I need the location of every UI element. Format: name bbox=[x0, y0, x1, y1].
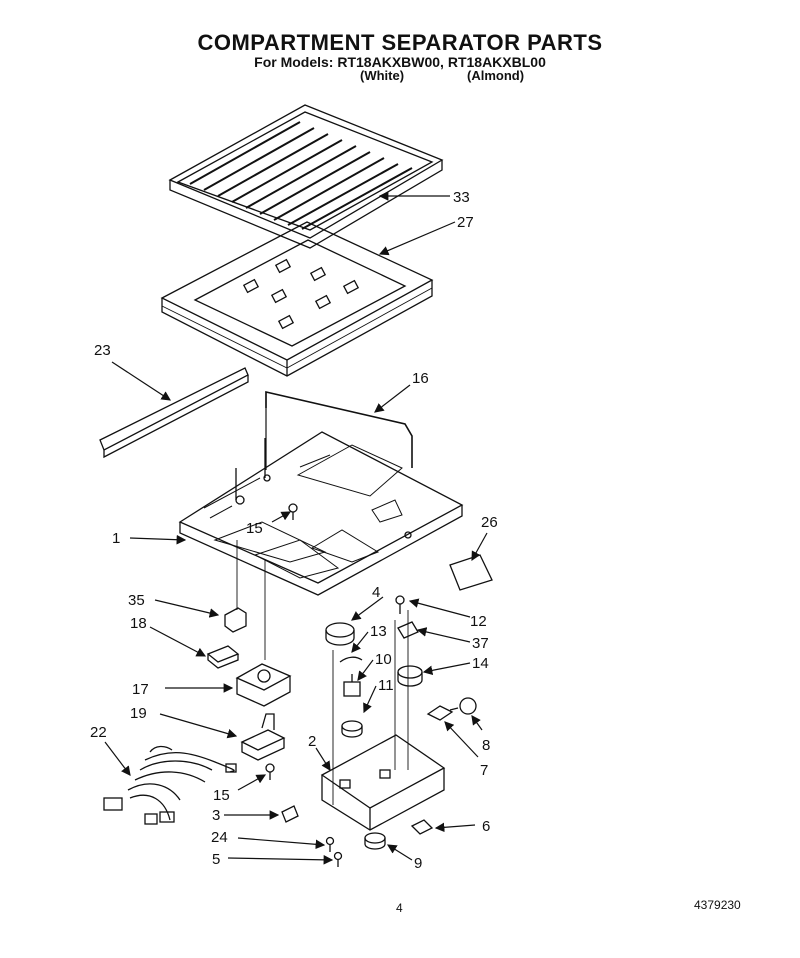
callout-24: 24 bbox=[211, 829, 228, 846]
part-6-switch bbox=[410, 819, 434, 835]
part-19-bracket bbox=[240, 713, 286, 761]
part-24-screw bbox=[325, 836, 335, 852]
leader-lines bbox=[104, 191, 488, 865]
callout-15-upper: 15 bbox=[246, 520, 263, 537]
callout-5: 5 bbox=[212, 851, 220, 868]
part-18-lens bbox=[206, 645, 240, 669]
callout-10: 10 bbox=[375, 651, 392, 668]
part-27-frame bbox=[160, 221, 434, 377]
callout-19: 19 bbox=[130, 705, 147, 722]
callout-1: 1 bbox=[112, 530, 120, 547]
callout-8: 8 bbox=[482, 737, 490, 754]
callout-18: 18 bbox=[130, 615, 147, 632]
part-35-bracket bbox=[224, 607, 247, 633]
models-line: For Models: RT18AKXBW00, RT18AKXBL00 bbox=[254, 54, 546, 70]
callout-11: 11 bbox=[378, 677, 394, 694]
part-9-knob bbox=[364, 832, 386, 850]
part-33-top-tray bbox=[168, 104, 444, 249]
part-4-knob bbox=[325, 622, 355, 646]
callout-14: 14 bbox=[472, 655, 489, 672]
part-23-strip bbox=[99, 367, 249, 459]
part-22-wire-harness bbox=[103, 745, 237, 825]
part-3-clip bbox=[281, 805, 299, 823]
callout-27: 27 bbox=[457, 214, 474, 231]
part-8-bulb bbox=[449, 697, 477, 715]
part-1-separator-panel bbox=[178, 431, 464, 596]
part-17-housing bbox=[235, 663, 292, 707]
part-10-control bbox=[343, 674, 361, 697]
page-title: COMPARTMENT SEPARATOR PARTS bbox=[197, 30, 603, 55]
callout-2: 2 bbox=[308, 733, 316, 750]
callout-labels: 33 27 23 16 1 15 26 35 4 12 18 13 37 10 … bbox=[90, 189, 498, 872]
part-26-insert bbox=[449, 554, 493, 591]
callout-22: 22 bbox=[90, 724, 107, 741]
part-15-screw-lower bbox=[265, 763, 275, 780]
callout-4: 4 bbox=[372, 584, 380, 601]
callout-7: 7 bbox=[480, 762, 488, 779]
part-5-screw bbox=[333, 851, 343, 867]
callout-12: 12 bbox=[470, 613, 487, 630]
color-white-label: (White) bbox=[360, 68, 405, 83]
part-2-control-housing bbox=[320, 734, 446, 831]
callout-3: 3 bbox=[212, 807, 220, 824]
callout-15-lower: 15 bbox=[213, 787, 230, 804]
part-16-rod bbox=[265, 390, 413, 468]
document-number: 4379230 bbox=[694, 898, 741, 912]
callout-9: 9 bbox=[414, 855, 422, 872]
part-11-knob bbox=[341, 720, 363, 738]
callout-35: 35 bbox=[128, 592, 145, 609]
callout-17: 17 bbox=[132, 681, 149, 698]
part-15-screw-upper bbox=[288, 503, 298, 520]
part-14-knob bbox=[397, 665, 423, 687]
callout-37: 37 bbox=[472, 635, 489, 652]
callout-26: 26 bbox=[481, 514, 498, 531]
color-almond-label: (Almond) bbox=[467, 68, 525, 83]
callout-13: 13 bbox=[370, 623, 387, 640]
callout-6: 6 bbox=[482, 818, 490, 835]
page-number: 4 bbox=[396, 901, 403, 915]
callout-23: 23 bbox=[94, 342, 111, 359]
part-12-screw bbox=[395, 595, 405, 614]
callout-16: 16 bbox=[412, 370, 429, 387]
part-13-spring bbox=[339, 656, 363, 663]
callout-33: 33 bbox=[453, 189, 470, 206]
part-7-socket bbox=[426, 705, 454, 721]
